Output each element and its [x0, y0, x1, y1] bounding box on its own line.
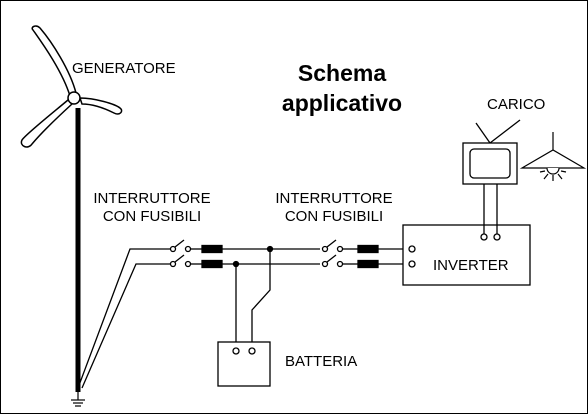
switch1-label-line1: INTERRUTTORE — [93, 190, 211, 207]
wind-turbine-icon — [20, 25, 123, 392]
generator-cable — [77, 248, 170, 389]
inverter-label: INVERTER — [433, 257, 509, 274]
fuse-icon — [191, 244, 223, 269]
switch1-label: INTERRUTTORE CON FUSIBILI — [84, 190, 220, 226]
inverter-box — [402, 184, 531, 286]
title-line-2: applicativo — [281, 90, 403, 116]
lamp-icon — [519, 132, 587, 181]
switch-icon — [321, 239, 344, 268]
battery-label: BATTERIA — [285, 353, 358, 370]
battery-box — [217, 341, 271, 387]
fuse-icon — [343, 244, 409, 269]
switch2-label-line2: CON FUSIBILI — [284, 208, 384, 225]
switch2-label: INTERRUTTORE CON FUSIBILI — [266, 190, 402, 226]
switch1-label-line2: CON FUSIBILI — [102, 208, 202, 225]
load-label: CARICO — [487, 96, 546, 113]
bus-wires — [222, 245, 320, 349]
switch2-label-line1: INTERRUTTORE — [275, 190, 393, 207]
ground-icon — [71, 392, 85, 407]
generator-label: GENERATORE — [72, 60, 176, 77]
tv-icon — [462, 119, 521, 185]
diagram-title: Schema applicativo — [272, 58, 412, 118]
switch-icon — [169, 239, 192, 268]
title-line-1: Schema — [297, 60, 387, 86]
